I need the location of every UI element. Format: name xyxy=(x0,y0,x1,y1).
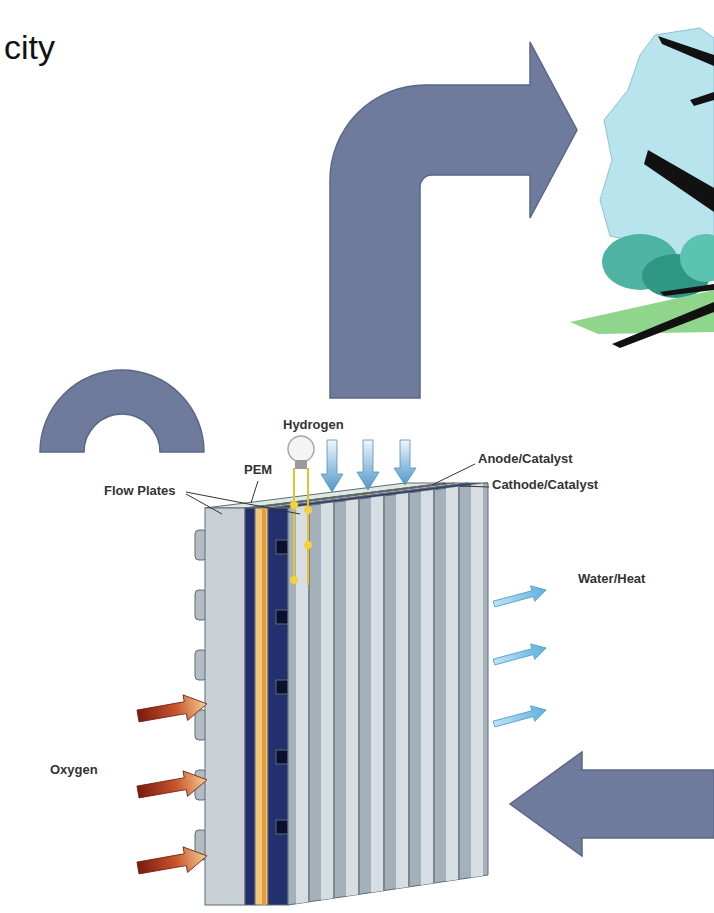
arc-arrow xyxy=(40,370,204,452)
catalyst-stripe xyxy=(262,508,266,905)
hydrogen-arrows xyxy=(321,440,416,492)
part-label: Flow Plates xyxy=(104,484,176,499)
channel xyxy=(276,610,288,624)
ridge-shadows xyxy=(309,487,459,902)
tree-shadow xyxy=(690,92,714,106)
part-label: PEM xyxy=(244,463,272,478)
tree-canopy xyxy=(600,28,714,266)
part-label: Hydrogen xyxy=(283,418,344,433)
tree-clipart xyxy=(570,28,714,348)
part-label: Oxygen xyxy=(50,763,98,778)
tree-shadow xyxy=(658,36,714,66)
ground-shadow xyxy=(612,302,714,348)
flow-plate xyxy=(205,508,245,905)
water-arrows xyxy=(492,582,548,731)
pem-layer xyxy=(245,508,255,905)
part-label: Anode/Catalyst xyxy=(478,452,573,467)
fuel-cell xyxy=(195,483,488,905)
part-label: Cathode/Catalyst xyxy=(492,478,598,493)
cathode-layer xyxy=(268,508,288,905)
slide-text: city xyxy=(4,28,55,67)
left-arrow xyxy=(510,752,714,856)
channel xyxy=(276,680,288,694)
leader-lines xyxy=(186,464,489,514)
curved-arrow xyxy=(330,42,577,398)
plate-ridges xyxy=(296,484,483,904)
flow-plate-face xyxy=(288,483,488,905)
oxygen-arrows xyxy=(136,691,209,881)
light-bulb xyxy=(288,436,314,585)
tree-shadow xyxy=(644,150,714,212)
channel xyxy=(276,820,288,834)
channel xyxy=(276,540,288,554)
part-label: Water/Heat xyxy=(578,572,645,587)
channel xyxy=(276,750,288,764)
catalyst-layer xyxy=(255,508,268,905)
bush xyxy=(680,234,714,282)
ground-shadow xyxy=(660,284,714,296)
